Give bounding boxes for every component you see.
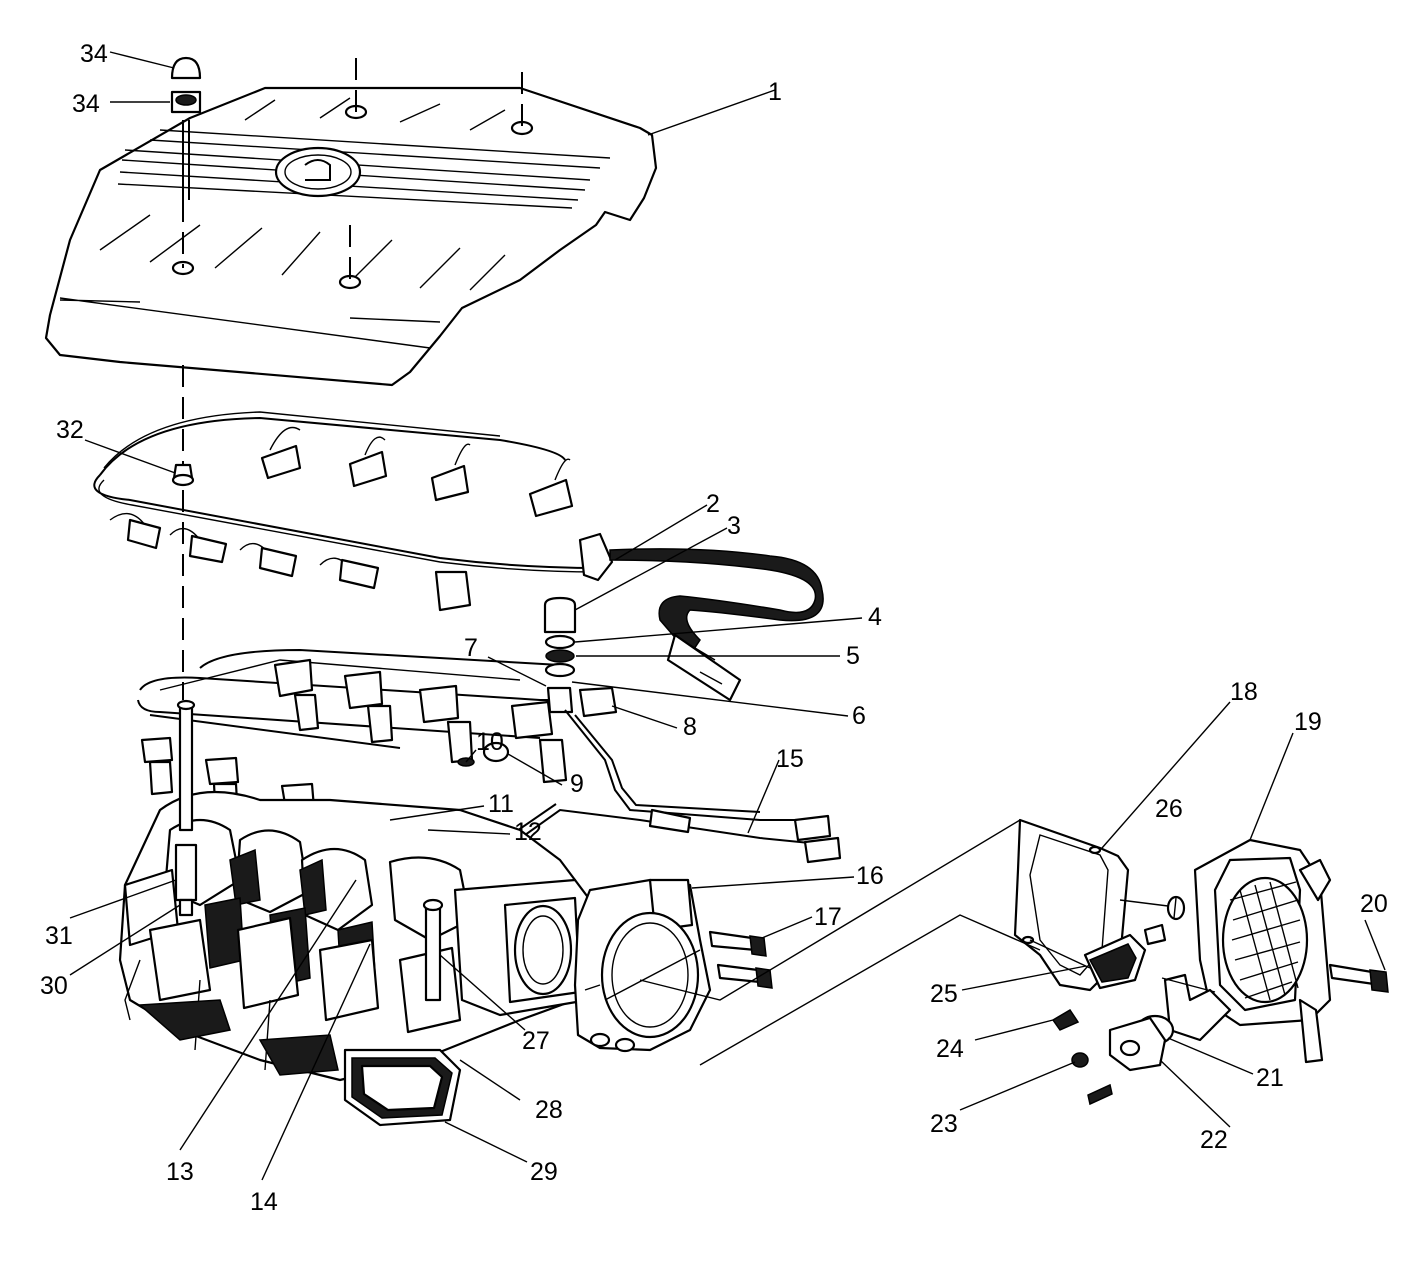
callout-11: 11 xyxy=(488,790,514,818)
callout-20: 20 xyxy=(1360,890,1388,918)
callout-24: 24 xyxy=(936,1035,964,1063)
callout-32: 32 xyxy=(56,416,84,444)
fuel-injector-harness xyxy=(93,411,824,702)
callout-27: 27 xyxy=(522,1027,550,1055)
callout-19: 19 xyxy=(1294,708,1322,736)
callout-23: 23 xyxy=(930,1110,958,1138)
callout-31: 31 xyxy=(45,922,73,950)
cap-9 xyxy=(482,741,510,763)
callout-21: 21 xyxy=(1256,1064,1284,1092)
callout-13: 13 xyxy=(166,1158,194,1186)
callout-14: 14 xyxy=(250,1188,278,1216)
alignment-lines xyxy=(182,58,523,700)
callout-1: 1 xyxy=(768,78,782,106)
cover-retainer-cap xyxy=(170,56,202,200)
callout-16: 16 xyxy=(856,862,884,890)
callout-25: 25 xyxy=(930,980,958,1008)
callout-10: 10 xyxy=(476,728,504,756)
callout-labels: 1 2 3 4 5 6 7 8 9 10 11 12 13 14 15 16 1… xyxy=(40,40,1388,1216)
intake-manifold xyxy=(118,699,592,1127)
callout-7: 7 xyxy=(464,634,478,662)
pressure-regulator-stack xyxy=(543,596,577,714)
callout-28: 28 xyxy=(535,1096,563,1124)
callout-9: 9 xyxy=(570,770,584,798)
throttle-body xyxy=(573,878,773,1053)
callout-5: 5 xyxy=(846,642,860,670)
callout-26: 26 xyxy=(1155,795,1183,823)
callout-2: 2 xyxy=(706,490,720,518)
callout-18: 18 xyxy=(1230,678,1258,706)
callout-30: 30 xyxy=(40,972,68,1000)
leader-lines xyxy=(69,51,1386,1181)
throttle-body-housing xyxy=(1051,838,1389,1106)
callout-8: 8 xyxy=(683,713,697,741)
callout-6: 6 xyxy=(852,702,866,730)
callout-4: 4 xyxy=(868,603,882,631)
retainer-32 xyxy=(171,463,195,487)
callout-12: 12 xyxy=(514,818,542,846)
callout-34-grommet: 34 xyxy=(72,90,100,118)
callout-22: 22 xyxy=(1200,1126,1228,1154)
assembly-lines xyxy=(584,819,1216,1066)
callout-34-cap: 34 xyxy=(80,40,108,68)
connector-8 xyxy=(578,686,618,718)
callout-17: 17 xyxy=(814,903,842,931)
callout-3: 3 xyxy=(727,512,741,540)
callout-29: 29 xyxy=(530,1158,558,1186)
callout-15: 15 xyxy=(776,745,804,773)
injector-back-row xyxy=(273,658,568,784)
